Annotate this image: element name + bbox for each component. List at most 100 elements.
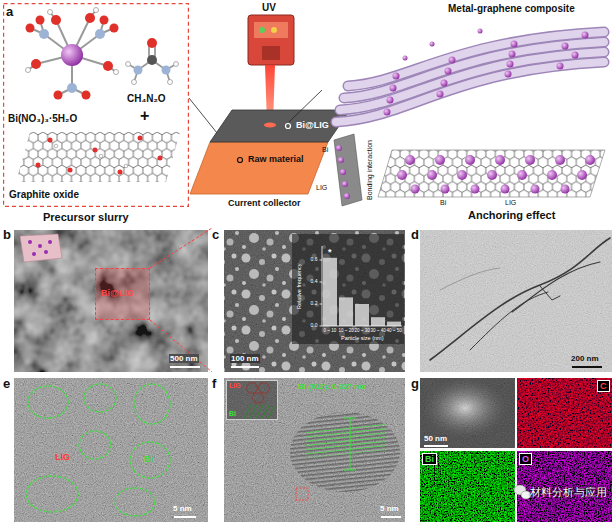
part-label: Bonding interaction (366, 140, 374, 200)
composite-leader-line (289, 90, 322, 122)
anchored-graphene-sheet (427, 170, 437, 180)
bismuth-nitrate-molecule (26, 13, 119, 100)
tick-label: 0.4 (311, 279, 318, 285)
elemental-mapping (420, 378, 515, 448)
anchored-graphene-sheet (561, 185, 570, 194)
histogram-chart (320, 304, 323, 305)
section-title: Metal-graphene composite (448, 3, 575, 15)
graphite-oxide-sheet (158, 156, 163, 161)
zoom-connector (150, 228, 212, 372)
urea-molecule (147, 38, 157, 48)
uv-laser (271, 27, 277, 33)
phase-label: LIG (229, 382, 241, 390)
graphene-ribbons (384, 29, 589, 116)
histogram-chart (320, 246, 403, 326)
graphite-oxide-sheet (16, 132, 180, 182)
hrtem-image-e (28, 386, 68, 418)
plus-sign: + (140, 107, 149, 125)
anchored-graphene-sheet (397, 155, 595, 194)
layer-label: Current collector (228, 198, 301, 208)
histogram-chart (320, 326, 323, 327)
sem-image-b (44, 250, 48, 254)
hrtem-image-e (14, 378, 208, 522)
histogram-chart (339, 297, 353, 326)
hrtem-image-e (14, 378, 208, 522)
panel-letter: c (212, 228, 219, 243)
hrtem-image-f (296, 488, 308, 500)
device-label: UV (262, 2, 276, 14)
zoom-region: Bi@LIG (95, 268, 150, 320)
bismuth-nitrate-molecule (61, 44, 83, 66)
hrtem-image-e (79, 431, 111, 459)
sem-image-c (224, 230, 405, 372)
phase-label: Bi (229, 410, 236, 418)
elemental-mapping (517, 451, 612, 522)
uv-laser (259, 27, 265, 33)
tick-label: 0.0 (311, 323, 318, 329)
scale-bar-label: 50 nm (424, 434, 447, 443)
elemental-mapping (517, 378, 612, 448)
current-collector-stack (286, 124, 291, 129)
graphite-oxide-sheet (124, 164, 128, 168)
graphene-ribbons (403, 56, 408, 61)
graphite-oxide-sheet (93, 148, 98, 153)
bismuth-nitrate-molecule (51, 15, 61, 25)
tick-label: 10 ~ 20 (339, 328, 354, 333)
bonding-inset (338, 157, 344, 163)
urea-molecule (162, 66, 171, 75)
part-label: Bi (440, 199, 446, 207)
tem-image-d (572, 366, 602, 368)
graphene-ribbons (390, 85, 397, 92)
box-heading: Precursor slurry (43, 211, 129, 224)
formula-label: Bi(NO₃)₃·5H₂O (8, 113, 77, 125)
bismuth-nitrate-molecule (36, 16, 45, 25)
bismuth-nitrate-molecule (100, 16, 109, 25)
region-label: Bi@LIG (101, 288, 134, 298)
graphene-ribbons (445, 68, 452, 75)
tem-image-d (420, 230, 612, 372)
hrtem-image-f (285, 405, 405, 500)
graphite-oxide-sheet (54, 144, 128, 168)
panel-letter: d (411, 228, 419, 243)
bismuth-nitrate-molecule (114, 70, 119, 75)
anchored-graphene-sheet (547, 170, 557, 180)
anchored-graphene-sheet (378, 150, 605, 197)
layer-label: Bi@LIG (296, 120, 329, 130)
urea-molecule (134, 66, 143, 75)
anchored-graphene-sheet (517, 170, 527, 180)
graphene-ribbons (348, 32, 604, 86)
bismuth-nitrate-molecule (26, 8, 119, 75)
graphene-ribbons (393, 73, 400, 80)
element-label: C (597, 380, 610, 392)
anchored-graphene-sheet (495, 155, 505, 165)
histogram-chart (292, 234, 404, 344)
hrtem-image-f (381, 516, 401, 518)
graphene-ribbons (582, 32, 589, 39)
scale-bar-label: 5 nm (173, 504, 192, 513)
graphene-ribbons (507, 61, 514, 68)
graphene-ribbons (562, 43, 569, 50)
uv-laser (254, 22, 288, 38)
histogram-chart (292, 234, 404, 344)
hrtem-image-e (26, 476, 78, 512)
sem-image-c (224, 230, 405, 372)
hrtem-image-f (224, 378, 405, 522)
composite-leader-line (289, 90, 322, 122)
part-label: Bi (322, 146, 328, 154)
histogram-chart (320, 260, 323, 261)
watermark-icon (514, 485, 531, 499)
graphite-oxide-sheet (36, 136, 163, 175)
hrtem-image-e (174, 516, 196, 518)
histogram-chart (322, 326, 402, 327)
hrtem-image-f (305, 424, 385, 458)
anchored-graphene-sheet (501, 185, 510, 194)
hrtem-image-f (350, 418, 351, 470)
sem-image-b (170, 366, 200, 368)
axis-title: Relative frequency (296, 263, 302, 309)
layer-label: Raw material (248, 154, 304, 164)
elemental-mapping (420, 451, 515, 522)
sem-image-b (14, 230, 208, 372)
current-collector-stack (190, 142, 328, 194)
tem-image-d (420, 230, 612, 372)
